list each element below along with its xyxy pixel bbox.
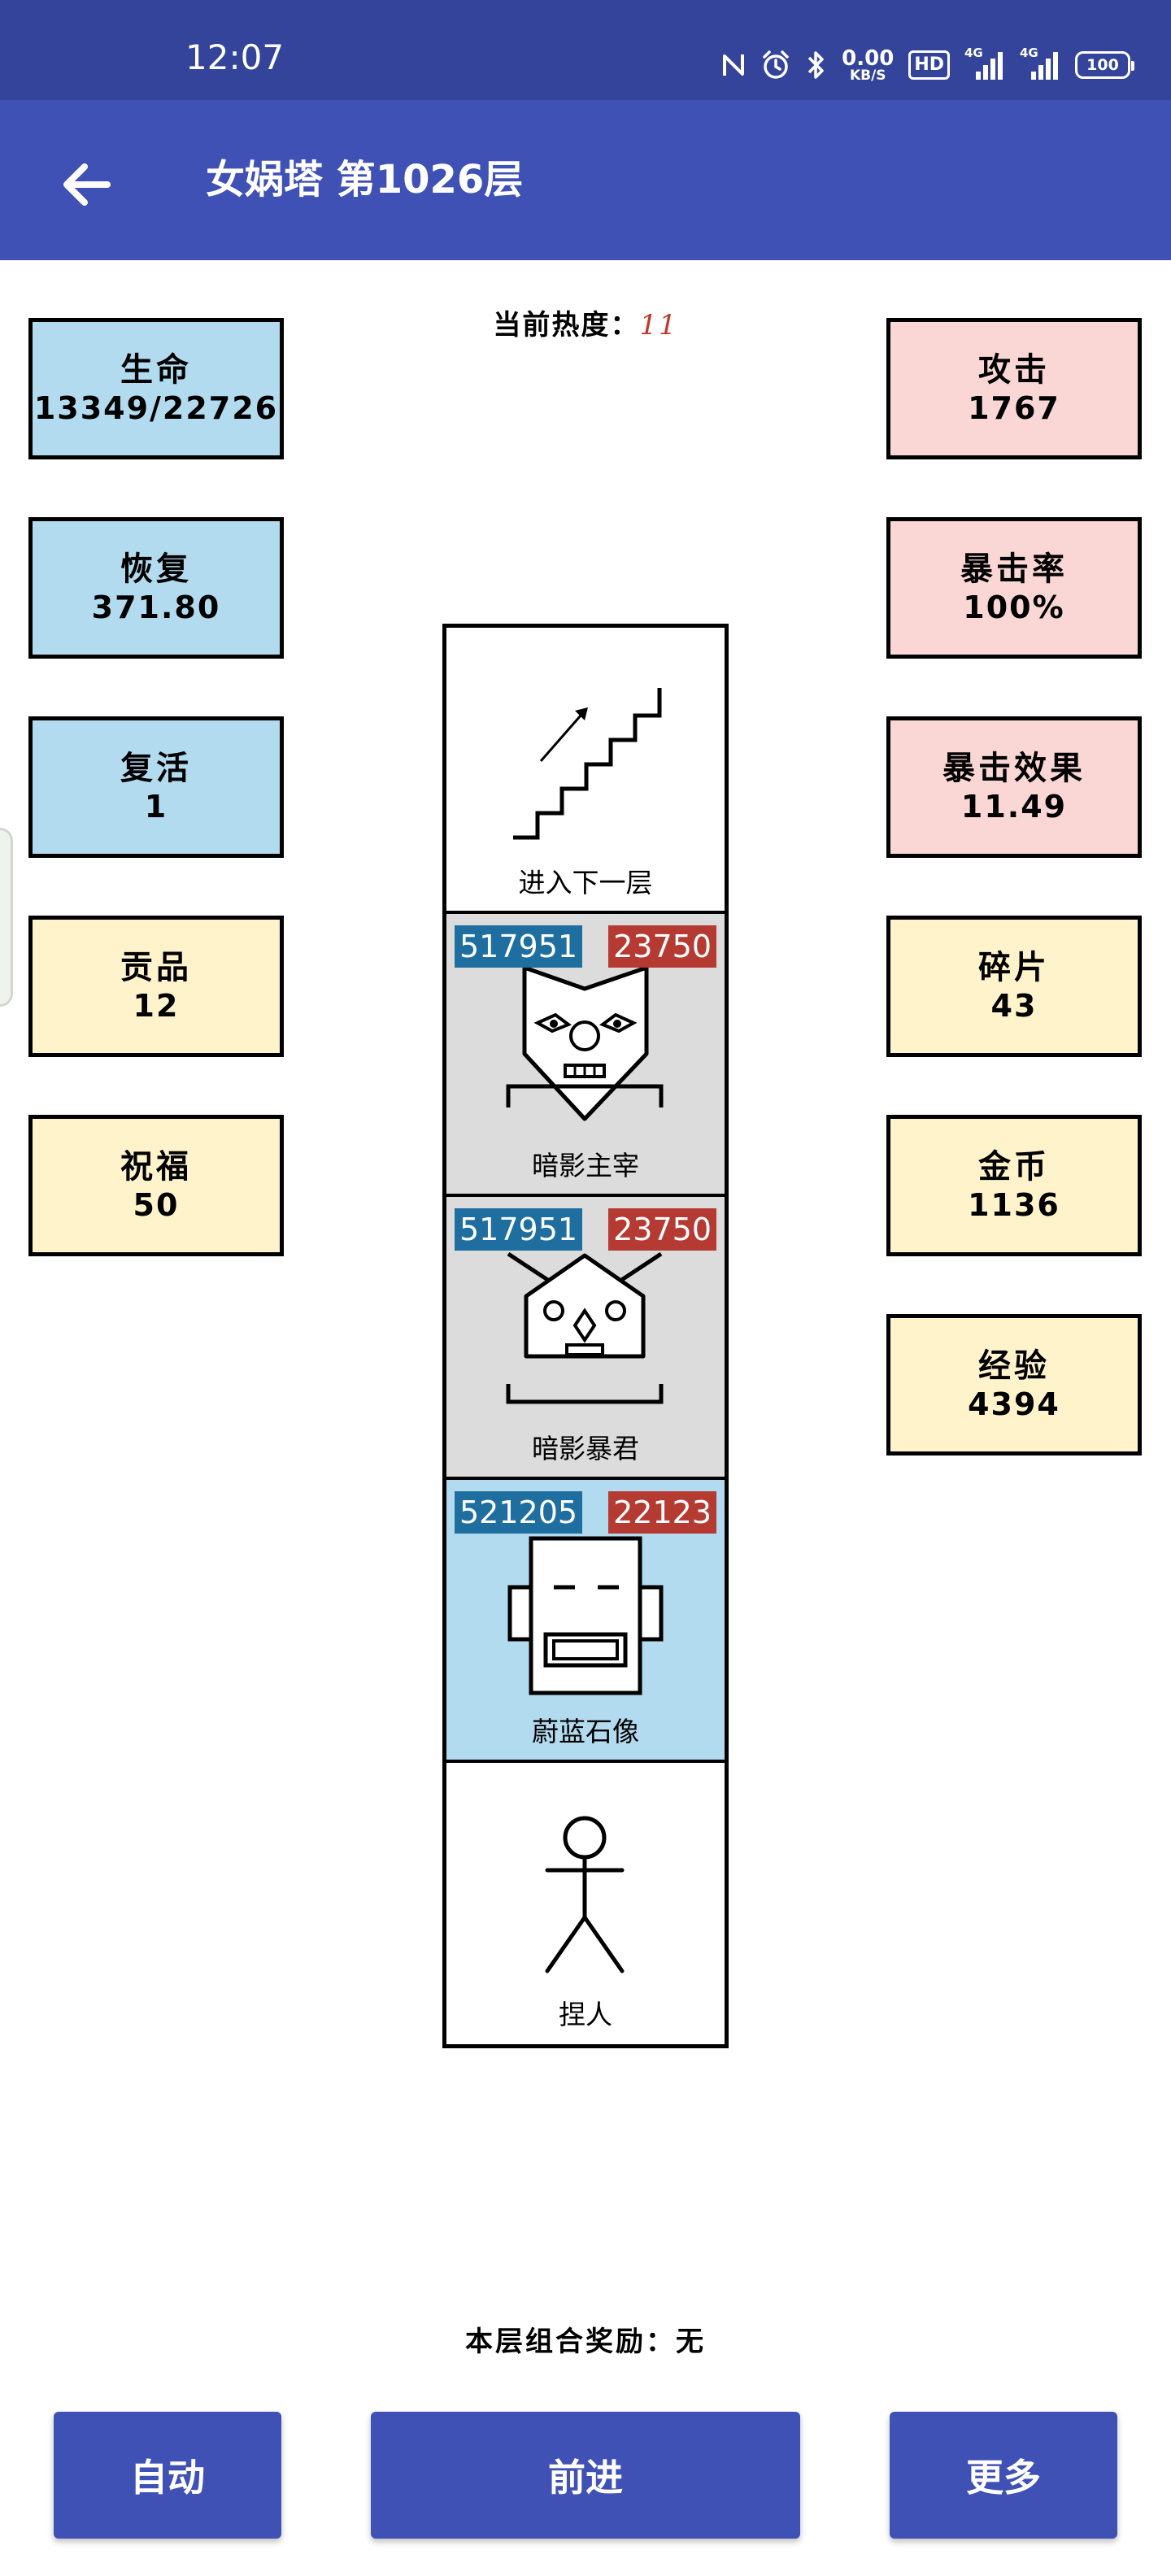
combo-reward: 本层组合奖励：无	[0, 2319, 1171, 2359]
page-title: 女娲塔 第1026层	[206, 157, 524, 202]
enemy-attack-badge: 23750	[608, 1208, 716, 1251]
auto-button[interactable]: 自动	[54, 2412, 281, 2539]
stat-card-regen: 恢复 371.80	[28, 517, 284, 659]
net-speed-value: 0.00	[842, 46, 895, 71]
stat-label: 恢复	[120, 550, 192, 588]
bluetooth-icon	[808, 51, 824, 79]
stat-value: 4394	[968, 1386, 1060, 1422]
stat-value: 50	[133, 1187, 180, 1223]
status-time: 12:07	[185, 37, 285, 77]
nfc-icon	[723, 54, 745, 76]
stat-card-crit-effect: 暴击效果 11.49	[886, 716, 1142, 858]
stat-label: 金币	[978, 1148, 1050, 1186]
stat-card-crit-rate: 暴击率 100%	[886, 517, 1142, 659]
heat-value: 11	[639, 309, 678, 342]
forward-button[interactable]: 前进	[371, 2412, 800, 2539]
stick-figure-icon	[545, 1816, 625, 1973]
enemy-attack-badge: 23750	[608, 925, 716, 968]
signal-icon: 4G	[964, 46, 1005, 81]
enemy-attack-badge: 22123	[608, 1491, 716, 1534]
stat-value: 43	[990, 988, 1038, 1024]
cell-label: 进入下一层	[518, 867, 653, 899]
stat-value: 1	[144, 789, 168, 825]
stat-card-tribute: 贡品 12	[28, 916, 284, 1057]
stat-label: 暴击效果	[942, 750, 1086, 787]
back-button[interactable]	[49, 147, 124, 222]
stat-value: 1767	[968, 390, 1060, 426]
stat-value: 100%	[963, 590, 1065, 625]
tower-cell-player[interactable]: 捏人	[446, 1760, 725, 2043]
stat-card-blessing: 祝福 50	[28, 1115, 284, 1256]
combo-reward-value: 无	[676, 2326, 706, 2358]
stat-card-exp: 经验 4394	[886, 1314, 1142, 1456]
tower-cell-next-floor[interactable]: 进入下一层	[446, 628, 725, 911]
stat-card-gold: 金币 1136	[886, 1115, 1142, 1256]
app-bar: 女娲塔 第1026层	[0, 100, 1171, 260]
combo-reward-label: 本层组合奖励：	[465, 2326, 676, 2358]
mask-icon	[506, 965, 664, 1121]
status-bar: 12:07 0.00 KB/S HD 4G 4G	[0, 0, 1171, 100]
stat-label: 贡品	[120, 949, 192, 986]
tower-column: 进入下一层 517951 23750 暗影主宰 517951	[442, 624, 729, 2048]
stat-card-fragments: 碎片 43	[886, 916, 1142, 1057]
battery-level: 100	[1086, 56, 1119, 74]
heat-label: 当前热度：	[493, 309, 640, 342]
signal-icon: 4G	[1020, 46, 1060, 81]
hd-voice-icon: HD	[908, 50, 950, 80]
net-speed-unit: KB/S	[849, 67, 886, 84]
stat-label: 祝福	[120, 1148, 192, 1186]
stat-value: 12	[133, 988, 180, 1024]
horned-mask-icon	[506, 1251, 664, 1404]
stat-card-attack: 攻击 1767	[886, 318, 1142, 459]
net-speed: 0.00 KB/S	[842, 48, 894, 83]
stat-label: 生命	[120, 351, 192, 389]
enemy-name: 暗影主宰	[532, 1150, 639, 1181]
signal-network-type: 4G	[964, 46, 983, 60]
edge-drawer-handle[interactable]	[0, 828, 13, 1007]
stat-value: 1136	[968, 1187, 1060, 1223]
stat-label: 复活	[120, 750, 192, 787]
stat-label: 碎片	[978, 949, 1050, 986]
tower-cell-enemy[interactable]: 517951 23750 暗影暴君	[446, 1194, 725, 1477]
stat-card-hp: 生命 13349/22726	[28, 318, 284, 459]
player-name: 捏人	[559, 1999, 612, 2030]
heat-indicator: 当前热度：11	[0, 302, 1171, 342]
stat-value: 11.49	[960, 789, 1068, 825]
stairs-icon	[513, 688, 662, 840]
tower-cell-enemy[interactable]: 517951 23750 暗影主宰	[446, 911, 725, 1194]
more-button[interactable]: 更多	[890, 2412, 1117, 2539]
enemy-hp-badge: 521205	[455, 1491, 583, 1534]
enemy-name: 暗影暴君	[532, 1433, 639, 1464]
tower-cell-enemy[interactable]: 521205 22123 蔚蓝石像	[446, 1477, 725, 1760]
enemy-hp-badge: 517951	[455, 925, 583, 968]
stone-face-icon	[507, 1536, 664, 1695]
stat-value: 371.80	[91, 590, 221, 625]
stat-label: 攻击	[978, 351, 1050, 389]
alarm-icon	[763, 50, 789, 79]
stat-label: 经验	[978, 1347, 1050, 1385]
arrow-left-icon	[63, 163, 111, 206]
enemy-hp-badge: 517951	[455, 1208, 583, 1251]
enemy-name: 蔚蓝石像	[532, 1716, 639, 1747]
signal-network-type: 4G	[1020, 46, 1038, 60]
stat-card-revive: 复活 1	[28, 716, 284, 858]
stat-label: 暴击率	[960, 550, 1068, 588]
status-icons: 0.00 KB/S HD 4G 4G 100	[721, 46, 1134, 85]
stat-value: 13349/22726	[33, 390, 279, 426]
battery-icon: 100	[1075, 51, 1134, 79]
